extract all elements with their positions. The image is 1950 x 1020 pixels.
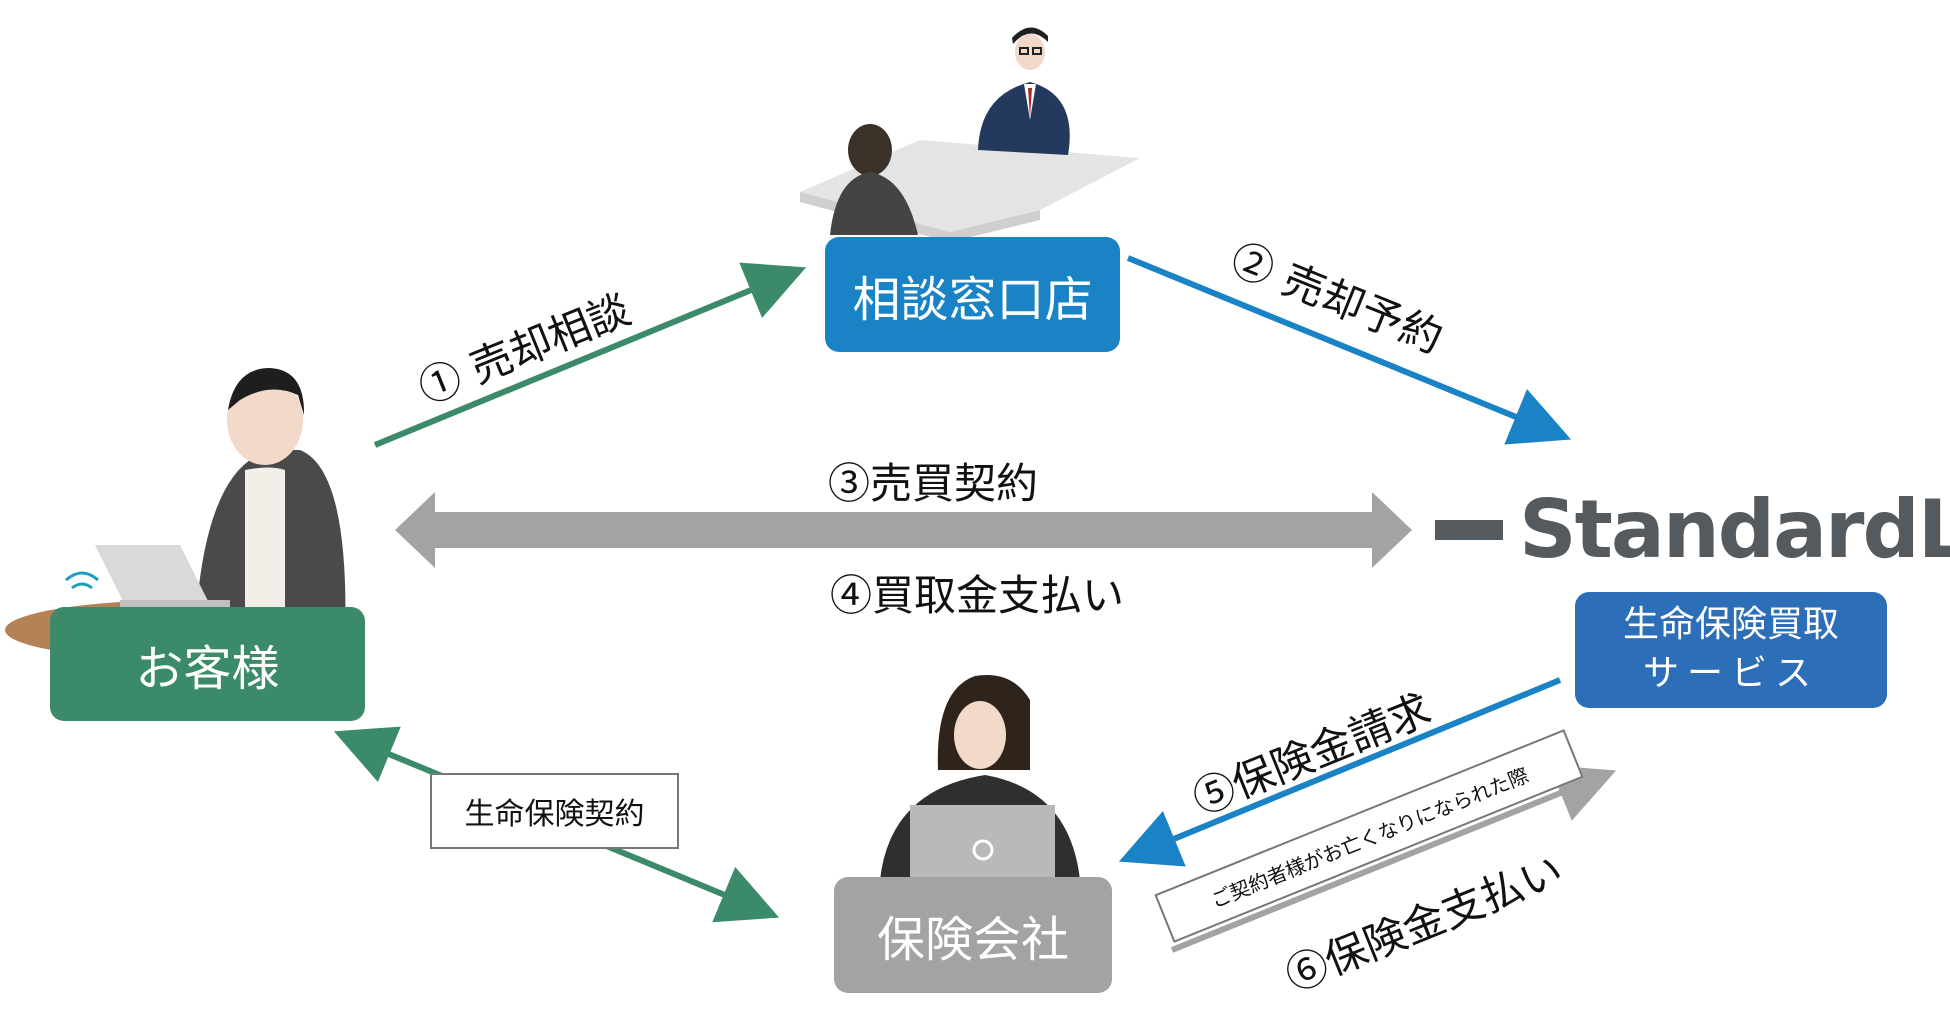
arrow-contract-to-customer	[333, 726, 444, 783]
arrow-step5	[1118, 677, 1562, 867]
insurer-box: 保険会社	[834, 877, 1112, 993]
customer-label: お客様	[135, 641, 280, 697]
insurer-label: 保険会社	[876, 912, 1069, 968]
service-label-line2: サービス	[1642, 653, 1819, 694]
logo-bar	[1435, 519, 1503, 540]
arrow-step2	[1126, 255, 1572, 445]
consultation-illustration	[800, 27, 1140, 242]
arrow-step1	[373, 262, 807, 448]
service-label-line1: 生命保険買取	[1622, 604, 1839, 646]
standardls-logo: StandardLS	[1435, 483, 1950, 576]
consult-shop-box: 相談窓口店	[825, 237, 1120, 352]
logo-text: StandardLS	[1519, 483, 1950, 576]
step3-label: ③売買契約	[828, 459, 1039, 508]
step4-label: ④買取金支払い	[830, 571, 1125, 620]
arrow-contract-to-insurer	[595, 839, 780, 923]
arrow-step6	[1170, 765, 1617, 953]
contract-note: 生命保険契約	[430, 773, 679, 849]
service-box: 生命保険買取 サービス	[1575, 592, 1887, 708]
insurer-illustration	[880, 675, 1080, 885]
arrow-step3-4-bidirectional	[395, 492, 1412, 568]
customer-box: お客様	[50, 607, 365, 721]
consult-shop-label: 相談窓口店	[852, 271, 1093, 328]
